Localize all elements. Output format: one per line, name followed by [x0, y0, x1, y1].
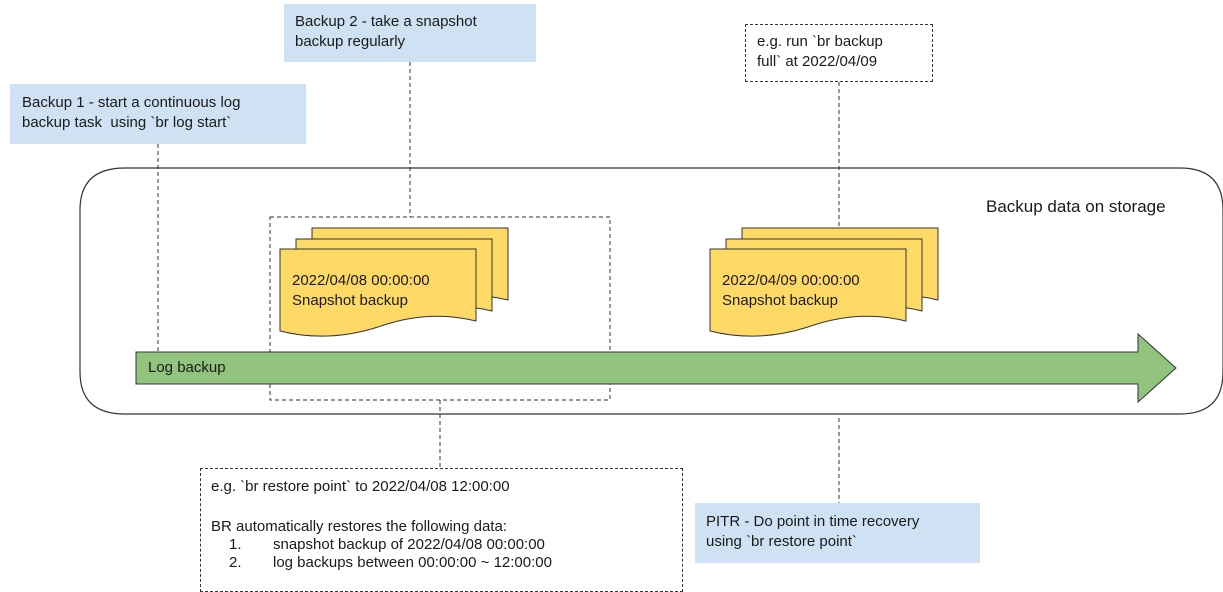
storage-label: Backup data on storage	[986, 197, 1166, 216]
restore-item-2-text: log backups between 00:00:00 ~ 12:00:00	[273, 554, 552, 571]
callout-full-backup-line1: e.g. run `br backup	[757, 33, 883, 50]
callout-pitr: PITR - Do point in time recovery using `…	[695, 503, 980, 563]
log-backup-arrow	[135, 332, 1177, 404]
restore-example-line1: e.g. `br restore point` to 2022/04/08 12…	[211, 478, 510, 495]
restore-item-1-num: 1.	[229, 536, 242, 553]
snapshot-stack-2	[709, 227, 939, 337]
log-backup-label: Log backup	[148, 359, 226, 376]
callout-backup-2-line1: Backup 2 - take a snapshot	[295, 13, 477, 30]
storage-container	[79, 167, 1223, 415]
restore-item-2-num: 2.	[229, 554, 242, 571]
callout-backup-1-line2: backup task using `br log start`	[22, 114, 232, 131]
callout-full-backup-example: e.g. run `br backup full` at 2022/04/09	[745, 24, 933, 82]
callout-pitr-line1: PITR - Do point in time recovery	[706, 513, 920, 530]
snapshot-stack-1	[279, 227, 509, 337]
callout-backup-2: Backup 2 - take a snapshot backup regula…	[284, 4, 536, 62]
callout-backup-1: Backup 1 - start a continuous log backup…	[10, 84, 306, 144]
snapshot-2-timestamp: 2022/04/09 00:00:00	[722, 272, 860, 289]
callout-full-backup-line2: full` at 2022/04/09	[757, 53, 878, 70]
snapshot-1-label: Snapshot backup	[292, 292, 408, 309]
snapshot-selection-box	[269, 216, 611, 401]
callout-pitr-line2: using `br restore point`	[706, 533, 857, 550]
restore-item-1-text: snapshot backup of 2022/04/08 00:00:00	[273, 536, 545, 553]
callout-restore-example: e.g. `br restore point` to 2022/04/08 12…	[200, 468, 683, 592]
restore-example-line2: BR automatically restores the following …	[211, 518, 507, 535]
callout-backup-2-line2: backup regularly	[295, 33, 406, 50]
snapshot-2-label: Snapshot backup	[722, 292, 838, 309]
snapshot-1-timestamp: 2022/04/08 00:00:00	[292, 272, 430, 289]
callout-backup-1-line1: Backup 1 - start a continuous log	[22, 94, 241, 111]
